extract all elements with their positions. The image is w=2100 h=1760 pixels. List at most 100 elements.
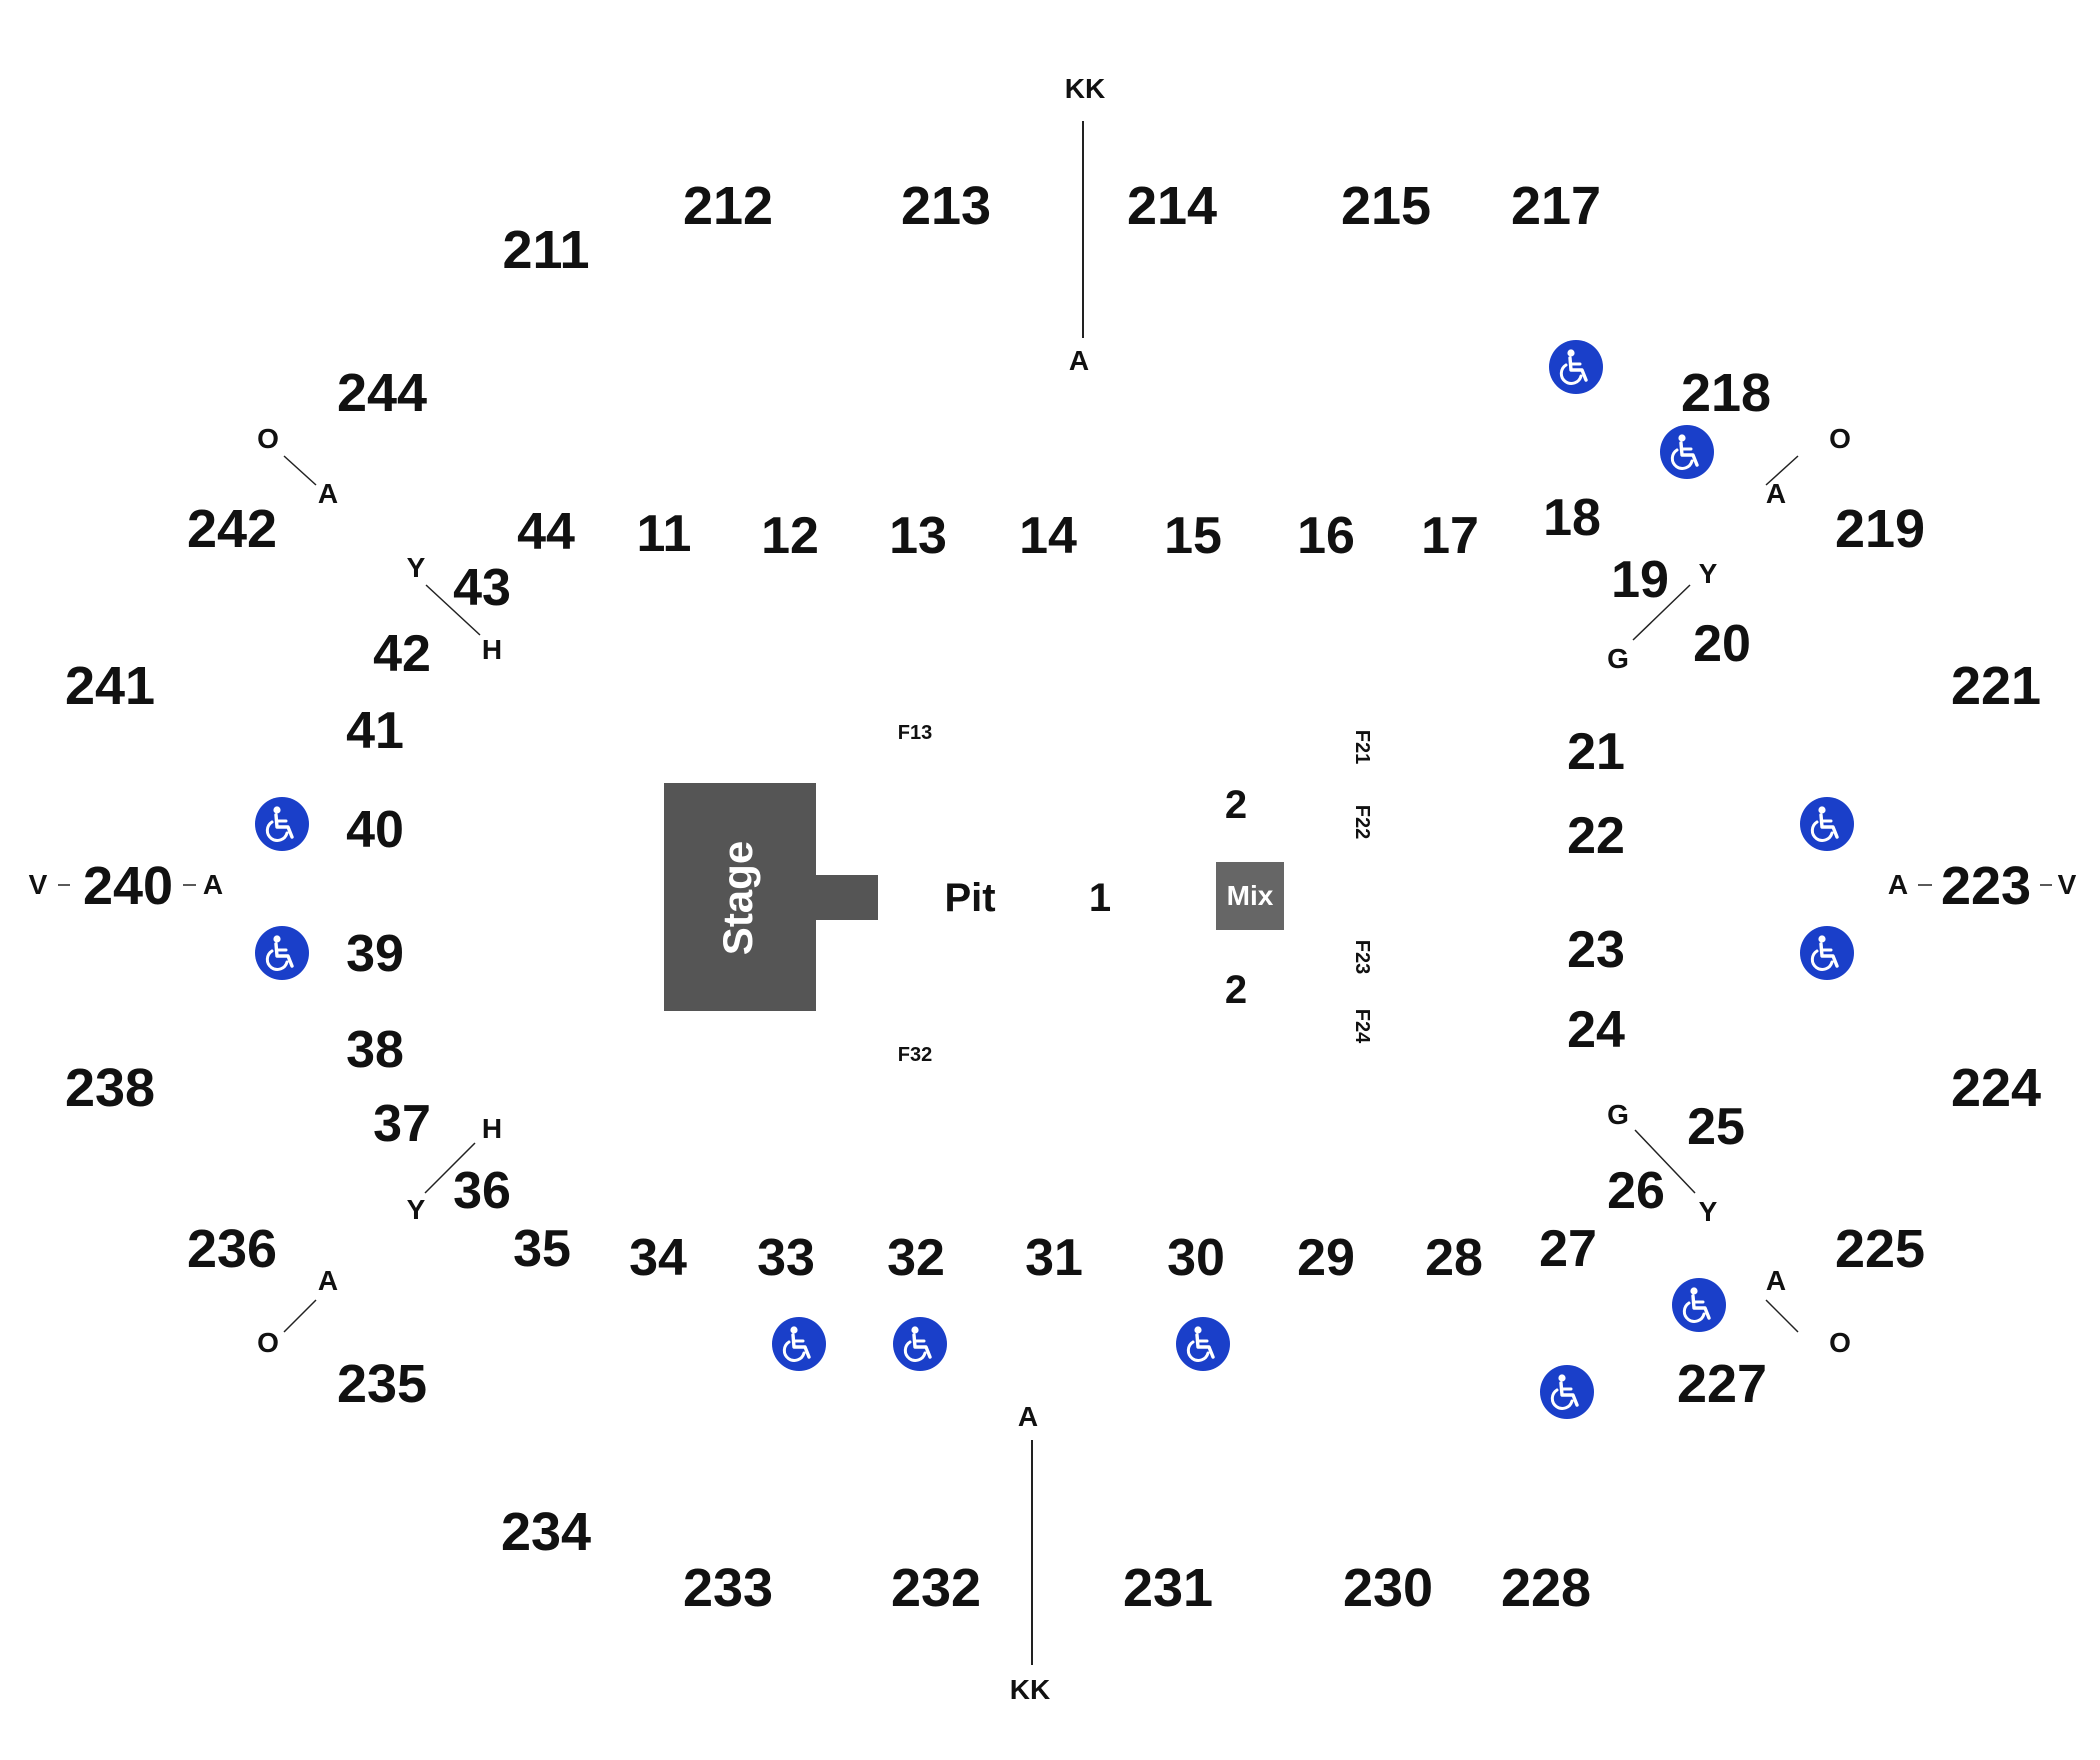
section-19[interactable]: 19 — [1611, 551, 1669, 609]
section-213[interactable]: 213 — [900, 176, 992, 236]
section-221[interactable]: 221 — [1950, 656, 2042, 716]
section-238[interactable]: 238 — [64, 1058, 156, 1118]
wheelchair-accessible-icon[interactable] — [1176, 1317, 1230, 1371]
wheelchair-accessible-icon[interactable] — [1672, 1278, 1726, 1332]
mix-position — [1216, 862, 1284, 930]
section-233[interactable]: 233 — [682, 1558, 774, 1618]
section-24[interactable]: 24 — [1567, 1001, 1625, 1059]
section-18[interactable]: 18 — [1543, 489, 1601, 547]
section-39[interactable]: 39 — [346, 925, 404, 983]
section-41[interactable]: 41 — [346, 702, 404, 760]
section-231[interactable]: 231 — [1122, 1558, 1214, 1618]
section-241[interactable]: 241 — [64, 656, 156, 716]
section-12[interactable]: 12 — [761, 507, 819, 565]
wheelchair-accessible-icon[interactable] — [1660, 425, 1714, 479]
section-25[interactable]: 25 — [1687, 1098, 1745, 1156]
row-label-a-bottom: A — [1017, 1401, 1039, 1432]
row-label-kk-bottom: KK — [1009, 1674, 1051, 1705]
section-37[interactable]: 37 — [373, 1095, 431, 1153]
row-label-a-nw: A — [317, 478, 339, 509]
row-label-o-ne: O — [1829, 423, 1851, 454]
section-43[interactable]: 43 — [453, 559, 511, 617]
wheelchair-accessible-icon[interactable] — [1549, 340, 1603, 394]
row-label-a-top: A — [1068, 345, 1090, 376]
wheelchair-accessible-icon[interactable] — [1800, 926, 1854, 980]
se-upper-line — [1765, 1299, 1799, 1333]
section-217[interactable]: 217 — [1510, 176, 1602, 236]
section-236[interactable]: 236 — [186, 1219, 278, 1279]
section-232[interactable]: 232 — [890, 1558, 982, 1618]
section-44[interactable]: 44 — [517, 503, 575, 561]
section-215[interactable]: 215 — [1340, 176, 1432, 236]
section-242[interactable]: 242 — [186, 499, 278, 559]
wheelchair-accessible-icon[interactable] — [893, 1317, 947, 1371]
row-label-a-east: A — [1887, 869, 1909, 900]
section-30[interactable]: 30 — [1167, 1229, 1225, 1287]
row-label-o-nw: O — [257, 423, 279, 454]
section-31[interactable]: 31 — [1025, 1229, 1083, 1287]
stage-thrust — [812, 875, 878, 920]
section-16[interactable]: 16 — [1297, 507, 1355, 565]
row-label-h-sw: H — [481, 1113, 503, 1144]
floor-marker-f22: F22 — [1351, 804, 1373, 840]
ne-upper-line — [1765, 455, 1799, 486]
section-219[interactable]: 219 — [1834, 499, 1926, 559]
section-22[interactable]: 22 — [1567, 807, 1625, 865]
section-29[interactable]: 29 — [1297, 1229, 1355, 1287]
section-21[interactable]: 21 — [1567, 723, 1625, 781]
section-15[interactable]: 15 — [1164, 507, 1222, 565]
section-212[interactable]: 212 — [682, 176, 774, 236]
section-28[interactable]: 28 — [1425, 1229, 1483, 1287]
section-223[interactable]: 223 — [1940, 856, 2032, 916]
row-label-h-nw: H — [481, 634, 503, 665]
section-244[interactable]: 244 — [336, 363, 428, 423]
floor-marker-f21: F21 — [1351, 729, 1373, 765]
section-34[interactable]: 34 — [629, 1229, 687, 1287]
row-label-a-se: A — [1765, 1265, 1787, 1296]
section-228[interactable]: 228 — [1500, 1558, 1592, 1618]
section-33[interactable]: 33 — [757, 1229, 815, 1287]
section-35[interactable]: 35 — [513, 1220, 571, 1278]
floor-section-1[interactable]: 1 — [1088, 876, 1112, 920]
wheelchair-accessible-icon[interactable] — [772, 1317, 826, 1371]
section-23[interactable]: 23 — [1567, 921, 1625, 979]
stage-label: Stage — [714, 840, 761, 956]
section-20[interactable]: 20 — [1693, 615, 1751, 673]
section-13[interactable]: 13 — [889, 507, 947, 565]
wheelchair-accessible-icon[interactable] — [255, 926, 309, 980]
section-40[interactable]: 40 — [346, 801, 404, 859]
wheelchair-accessible-icon[interactable] — [1540, 1365, 1594, 1419]
section-214[interactable]: 214 — [1126, 176, 1218, 236]
section-225[interactable]: 225 — [1834, 1219, 1926, 1279]
section-211[interactable]: 211 — [502, 220, 590, 280]
section-234[interactable]: 234 — [500, 1502, 592, 1562]
section-32[interactable]: 32 — [887, 1229, 945, 1287]
floor-section-2-south[interactable]: 2 — [1224, 968, 1248, 1012]
wheelchair-accessible-icon[interactable] — [255, 797, 309, 851]
section-224[interactable]: 224 — [1950, 1058, 2042, 1118]
wheelchair-accessible-icon[interactable] — [1800, 797, 1854, 851]
floor-marker-f24: F24 — [1351, 1008, 1373, 1044]
section-230[interactable]: 230 — [1342, 1558, 1434, 1618]
row-label-a-sw: A — [317, 1265, 339, 1296]
floor-section-2-north[interactable]: 2 — [1224, 783, 1248, 827]
section-240[interactable]: 240 — [82, 856, 174, 916]
section-218[interactable]: 218 — [1680, 363, 1772, 423]
section-36[interactable]: 36 — [453, 1162, 511, 1220]
row-label-g-ne: G — [1607, 643, 1629, 674]
nw-upper-line — [283, 455, 317, 486]
section-14[interactable]: 14 — [1019, 507, 1077, 565]
pit-label[interactable]: Pit — [944, 876, 996, 920]
section-11[interactable]: 11 — [636, 505, 692, 563]
sw-upper-line — [283, 1299, 317, 1333]
floor-marker-f13: F13 — [897, 722, 933, 744]
section-26[interactable]: 26 — [1607, 1162, 1665, 1220]
section-42[interactable]: 42 — [373, 625, 431, 683]
section-227[interactable]: 227 — [1676, 1354, 1768, 1414]
section-235[interactable]: 235 — [336, 1354, 428, 1414]
section-38[interactable]: 38 — [346, 1021, 404, 1079]
section-17[interactable]: 17 — [1421, 507, 1479, 565]
row-label-kk-top: KK — [1064, 73, 1106, 104]
section-27[interactable]: 27 — [1539, 1220, 1597, 1278]
row-label-o-se: O — [1829, 1327, 1851, 1358]
